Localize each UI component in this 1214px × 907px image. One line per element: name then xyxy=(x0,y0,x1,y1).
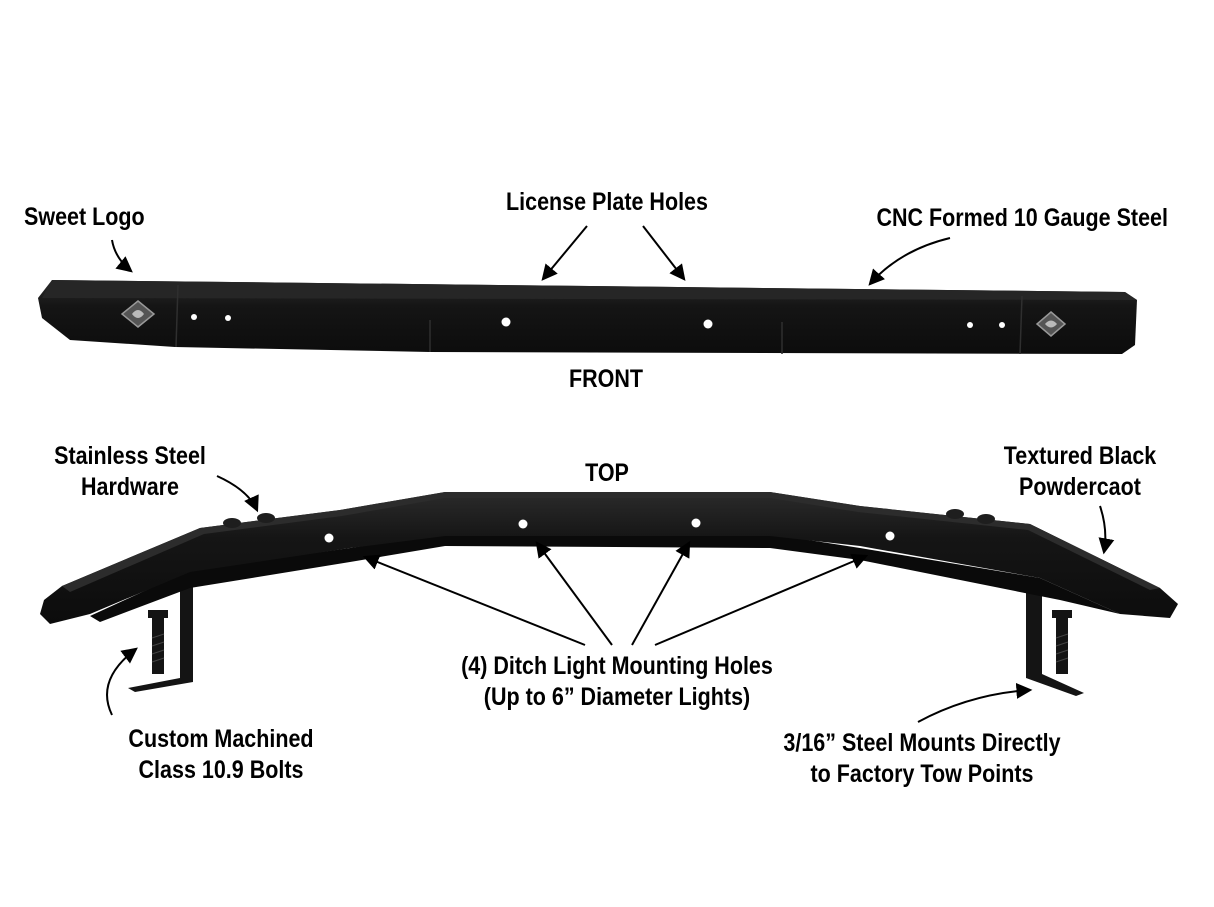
custom-bolts-line-2: Class 10.9 Bolts xyxy=(138,756,304,784)
right-mount-bracket xyxy=(1026,578,1084,696)
bolt-icon xyxy=(1052,610,1072,674)
custom-bolts-line-1: Custom Machined xyxy=(128,725,314,753)
front-bumper xyxy=(38,280,1137,355)
custom-bolts-label: Custom Machined Class 10.9 Bolts xyxy=(114,724,329,786)
front-hole xyxy=(225,315,231,321)
arrow-icon xyxy=(868,237,951,286)
ditch-light-hole xyxy=(324,533,334,543)
cnc-formed-label: CNC Formed 10 Gauge Steel xyxy=(876,204,1168,232)
front-bar-seam-1 xyxy=(175,284,179,348)
arrow-icon xyxy=(541,225,588,281)
front-hole xyxy=(999,322,1005,328)
steel-mounts-line-2: to Factory Tow Points xyxy=(810,760,1034,788)
arrow-icon xyxy=(631,540,691,646)
diamond-logo-icon xyxy=(120,300,156,328)
ditch-light-hole xyxy=(518,519,528,529)
license-plate-holes-label: License Plate Holes xyxy=(506,188,708,216)
arrow-icon xyxy=(106,647,138,716)
arrow-icon xyxy=(642,225,686,281)
ditch-light-label: (4) Ditch Light Mounting Holes (Up to 6”… xyxy=(428,651,806,713)
front-view-label: FRONT xyxy=(568,365,644,393)
hardware-nut xyxy=(257,513,275,523)
hardware-nut xyxy=(223,518,241,528)
steel-mounts-line-1: 3/16” Steel Mounts Directly xyxy=(783,729,1061,757)
arrow-icon xyxy=(917,682,1033,723)
arrow-icon xyxy=(654,553,869,646)
diamond-logo-icon xyxy=(1035,311,1067,337)
arrow-icon xyxy=(535,541,613,646)
arrow-icon xyxy=(362,554,586,646)
front-hole xyxy=(191,314,197,320)
front-bar-top-face xyxy=(42,280,1137,300)
ditch-light-hole xyxy=(885,531,895,541)
license-plate-hole xyxy=(703,319,713,329)
textured-black-line-2: Powdercaot xyxy=(1019,473,1141,501)
front-bar-seam-4 xyxy=(1019,295,1023,355)
top-view-label: TOP xyxy=(585,459,629,487)
stainless-hardware-label: Stainless Steel Hardware xyxy=(44,441,216,503)
sweet-logo-label: Sweet Logo xyxy=(24,203,145,231)
textured-black-line-1: Textured Black xyxy=(1003,442,1157,470)
ditch-light-line-2: (Up to 6” Diameter Lights) xyxy=(483,683,751,711)
textured-black-label: Textured Black Powdercaot xyxy=(985,441,1174,503)
ditch-light-line-1: (4) Ditch Light Mounting Holes xyxy=(461,652,773,680)
arrow-icon xyxy=(1098,505,1115,555)
license-plate-hole xyxy=(501,317,511,327)
stainless-hardware-line-2: Hardware xyxy=(80,473,179,501)
hardware-nut xyxy=(977,514,995,524)
arrow-icon xyxy=(111,239,133,273)
top-bar-body xyxy=(40,492,1178,624)
left-mount-bracket xyxy=(128,578,193,692)
stainless-hardware-line-1: Stainless Steel xyxy=(54,442,206,470)
bolt-icon xyxy=(148,610,168,674)
steel-mounts-label: 3/16” Steel Mounts Directly to Factory T… xyxy=(776,728,1068,790)
ditch-light-hole xyxy=(691,518,701,528)
hardware-nut xyxy=(946,509,964,519)
front-hole xyxy=(967,322,973,328)
callout-arrows xyxy=(106,225,1115,723)
arrow-icon xyxy=(216,475,259,513)
